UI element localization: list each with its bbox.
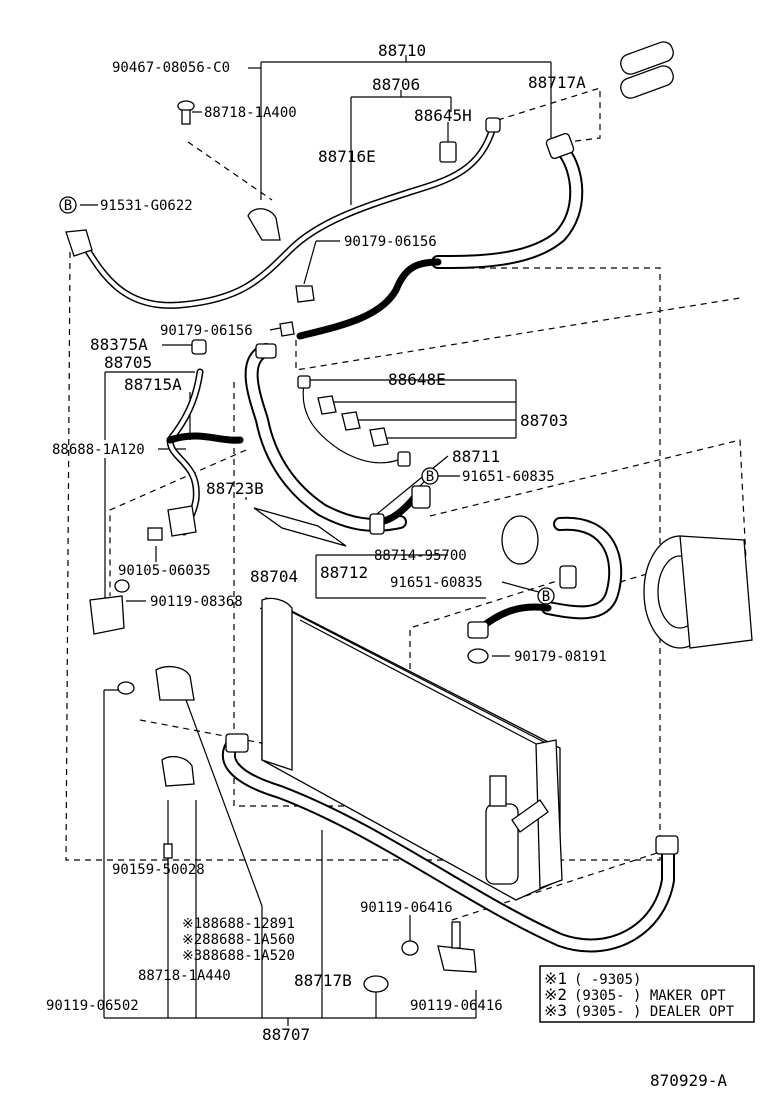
label-88710: 88710 [378,41,426,60]
label-88723b: 88723B [206,479,264,498]
label-88715a: 88715A [124,375,182,394]
label-90119-06416-upper: 90119-06416 [360,900,453,916]
label-note2-part: ※288688-1A560 [182,932,295,948]
svg-text:B: B [64,198,72,214]
diagram-id: 870929-A [650,1071,727,1090]
legend-row1-text: ( -9305) [574,972,641,988]
legend-row2-mark: ※2 [544,985,567,1004]
label-90179-06156-lower: 90179-06156 [160,323,253,339]
label-91651-60835-lower: 91651-60835 [390,575,483,591]
label-88718-1a440: 88718-1A440 [138,968,231,984]
label-91531-g0622: 91531-G0622 [100,198,193,214]
legend: ※1 ( -9305) ※2 (9305- ) MAKER OPT ※3 (93… [539,965,755,1023]
label-90179-06156-upper: 90179-06156 [344,234,437,250]
label-88706: 88706 [372,75,420,94]
label-88718-1a400: 88718-1A400 [204,105,297,121]
label-90105-06035: 90105-06035 [118,563,211,579]
legend-row2-text: (9305- ) MAKER OPT [574,988,726,1004]
label-88645h: 88645H [414,106,472,125]
label-90119-08368: 90119-08368 [150,594,243,610]
legend-row1-mark: ※1 [544,969,567,988]
label-88714-95700: 88714-95700 [374,548,467,564]
label-88688-1a120: 88688-1A120 [52,442,145,458]
b-marker-1: B [59,196,77,214]
label-note1-part: ※188688-12891 [182,916,295,932]
label-88712: 88712 [320,563,368,582]
legend-row3-text: (9305- ) DEALER OPT [574,1004,735,1020]
label-88375a: 88375A [90,335,148,354]
label-90159-50028: 90159-50028 [112,862,205,878]
label-88717b: 88717B [294,971,352,990]
legend-row3-mark: ※3 [544,1001,567,1020]
svg-text:B: B [426,469,434,485]
compressor [501,515,753,649]
label-88648e: 88648E [388,370,446,389]
label-91651-60835-upper: 91651-60835 [462,469,555,485]
label-88716e: 88716E [318,147,376,166]
label-88711: 88711 [452,447,500,466]
label-90119-06502: 90119-06502 [46,998,139,1014]
leader-lines [80,55,552,1026]
label-88704: 88704 [250,567,298,586]
label-90179-08191: 90179-08191 [514,649,607,665]
refrigerant-pipes [221,145,675,953]
label-90467-08056-c0: 90467-08056-C0 [112,60,230,76]
label-88705: 88705 [104,353,152,372]
label-88703: 88703 [520,411,568,430]
svg-text:B: B [542,589,550,605]
label-88717a: 88717A [528,73,586,92]
part-number-labels: 88710 90467-08056-C0 88706 88717A 88718-… [46,41,607,1044]
condenser [261,597,563,901]
label-90119-06416-lower: 90119-06416 [410,998,503,1014]
b-marker-2: B [421,467,439,485]
hardware [65,41,679,993]
label-88707: 88707 [262,1025,310,1044]
label-note3-part: ※388688-1A520 [182,948,295,964]
b-marker-3: B [537,587,555,605]
